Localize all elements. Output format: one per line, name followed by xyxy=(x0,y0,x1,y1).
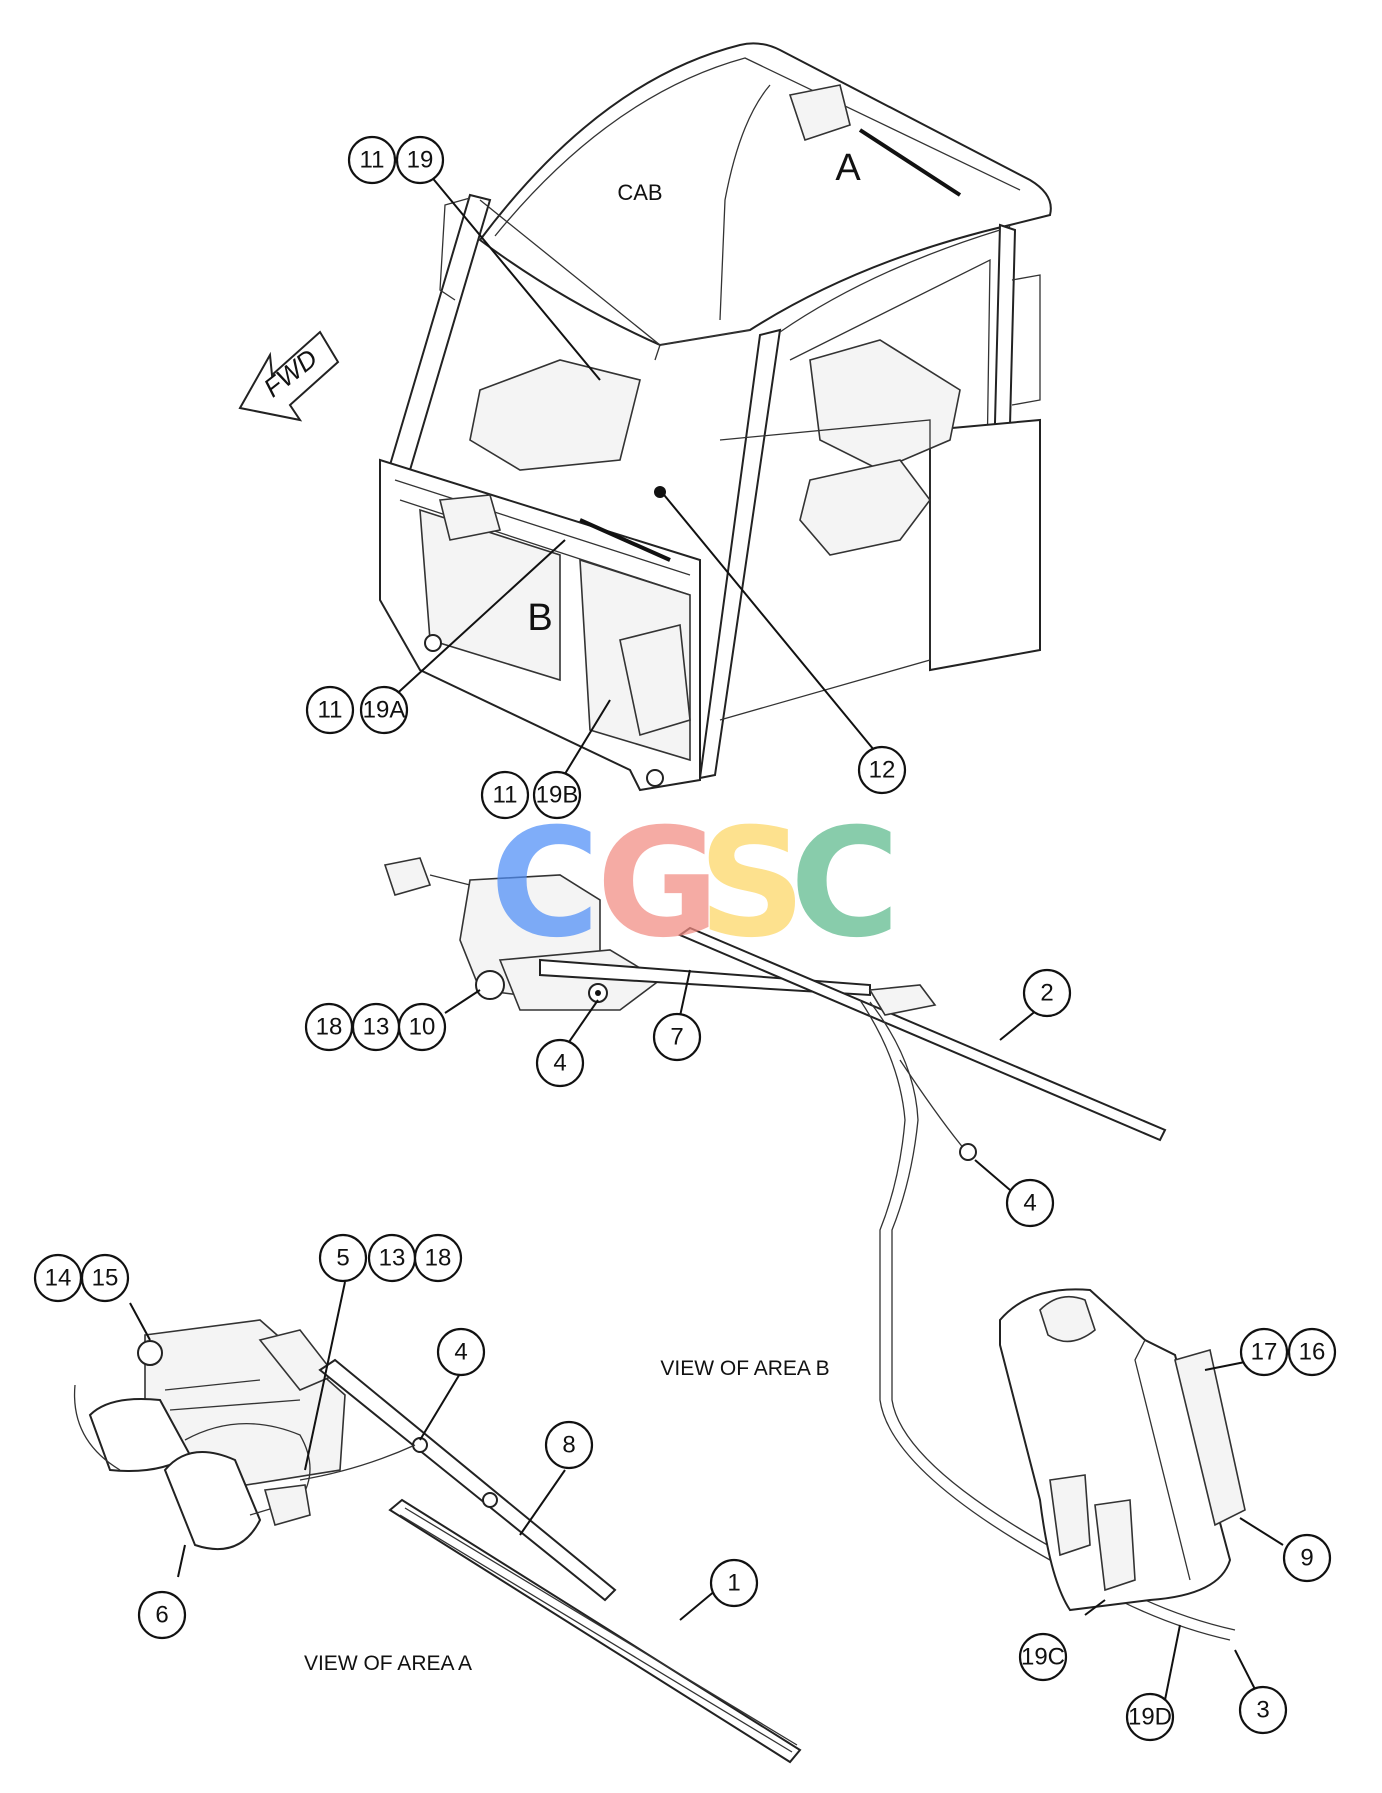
svg-text:19C: 19C xyxy=(1021,1644,1065,1671)
callout-6: 6 xyxy=(137,1590,187,1640)
svg-text:19B: 19B xyxy=(536,782,579,809)
svg-text:16: 16 xyxy=(1299,1339,1326,1366)
watermark-letter-2: G xyxy=(596,797,719,971)
view-area-b-label: VIEW OF AREA B xyxy=(660,1357,829,1380)
svg-text:11: 11 xyxy=(318,697,343,724)
callout-10: 10 xyxy=(397,1002,447,1052)
callout-7: 7 xyxy=(652,1012,702,1062)
callout-13-b: 13 xyxy=(367,1233,417,1283)
callout-1: 1 xyxy=(709,1558,759,1608)
watermark-letter-1: C xyxy=(490,797,600,971)
callout-2: 2 xyxy=(1022,968,1072,1018)
gcsc-watermark: C G S C xyxy=(490,797,900,971)
callout-18-b: 18 xyxy=(413,1233,463,1283)
callout-16: 16 xyxy=(1287,1327,1337,1377)
callout-11-b: 11 xyxy=(305,685,355,735)
callout-4-a: 4 xyxy=(535,1038,585,1088)
callout-11-a: 11 xyxy=(347,135,397,185)
svg-text:17: 17 xyxy=(1251,1339,1278,1366)
svg-text:13: 13 xyxy=(379,1245,406,1272)
svg-text:4: 4 xyxy=(553,1050,566,1077)
callout-19: 19 xyxy=(395,135,445,185)
svg-text:4: 4 xyxy=(1023,1190,1036,1217)
cab-label: CAB xyxy=(617,180,662,205)
svg-text:2: 2 xyxy=(1040,980,1053,1007)
callout-5: 5 xyxy=(318,1233,368,1283)
callout-13-a: 13 xyxy=(351,1002,401,1052)
svg-text:1: 1 xyxy=(727,1570,740,1597)
svg-text:13: 13 xyxy=(363,1014,390,1041)
area-a-marker: A xyxy=(835,147,861,189)
callout-11-c: 11 xyxy=(480,770,530,820)
svg-text:4: 4 xyxy=(454,1339,467,1366)
callout-18-a: 18 xyxy=(304,1002,354,1052)
callout-3: 3 xyxy=(1238,1685,1288,1735)
svg-text:11: 11 xyxy=(493,782,518,809)
svg-text:6: 6 xyxy=(155,1602,168,1629)
svg-text:3: 3 xyxy=(1256,1697,1269,1724)
view-area-a-label: VIEW OF AREA A xyxy=(304,1652,472,1675)
svg-text:12: 12 xyxy=(869,757,896,784)
svg-text:15: 15 xyxy=(92,1265,119,1292)
washer-tank xyxy=(999,1288,1284,1704)
callout-8: 8 xyxy=(544,1420,594,1470)
svg-text:18: 18 xyxy=(316,1014,343,1041)
callout-12: 12 xyxy=(857,745,907,795)
svg-text:19D: 19D xyxy=(1128,1704,1172,1731)
callout-19d: 19D xyxy=(1125,1692,1175,1742)
area-b-marker: B xyxy=(527,597,552,639)
svg-text:18: 18 xyxy=(425,1245,452,1272)
svg-text:11: 11 xyxy=(360,147,385,174)
svg-text:10: 10 xyxy=(409,1014,436,1041)
callout-14: 14 xyxy=(33,1253,83,1303)
callout-15: 15 xyxy=(80,1253,130,1303)
callout-4-c: 4 xyxy=(436,1327,486,1377)
svg-text:9: 9 xyxy=(1300,1545,1313,1572)
callout-19c: 19C xyxy=(1018,1632,1068,1682)
callout-9: 9 xyxy=(1282,1533,1332,1583)
svg-text:14: 14 xyxy=(45,1265,72,1292)
watermark-letter-4: C xyxy=(790,797,900,971)
callout-17: 17 xyxy=(1239,1327,1289,1377)
cab-assembly: CAB A B xyxy=(379,42,1052,792)
fwd-arrow-icon: FWD xyxy=(238,330,340,422)
svg-text:19: 19 xyxy=(407,147,434,174)
callout-19b: 19B xyxy=(532,770,582,820)
area-b-view: VIEW OF AREA B xyxy=(383,857,1236,1641)
callout-4-b: 4 xyxy=(1005,1178,1055,1228)
area-a-view: VIEW OF AREA A xyxy=(73,1281,802,1764)
svg-text:5: 5 xyxy=(336,1245,349,1272)
callout-19a: 19A xyxy=(359,685,409,735)
watermark-letter-3: S xyxy=(698,797,806,971)
svg-text:19A: 19A xyxy=(363,697,406,724)
svg-text:7: 7 xyxy=(670,1024,683,1051)
svg-text:8: 8 xyxy=(562,1432,575,1459)
